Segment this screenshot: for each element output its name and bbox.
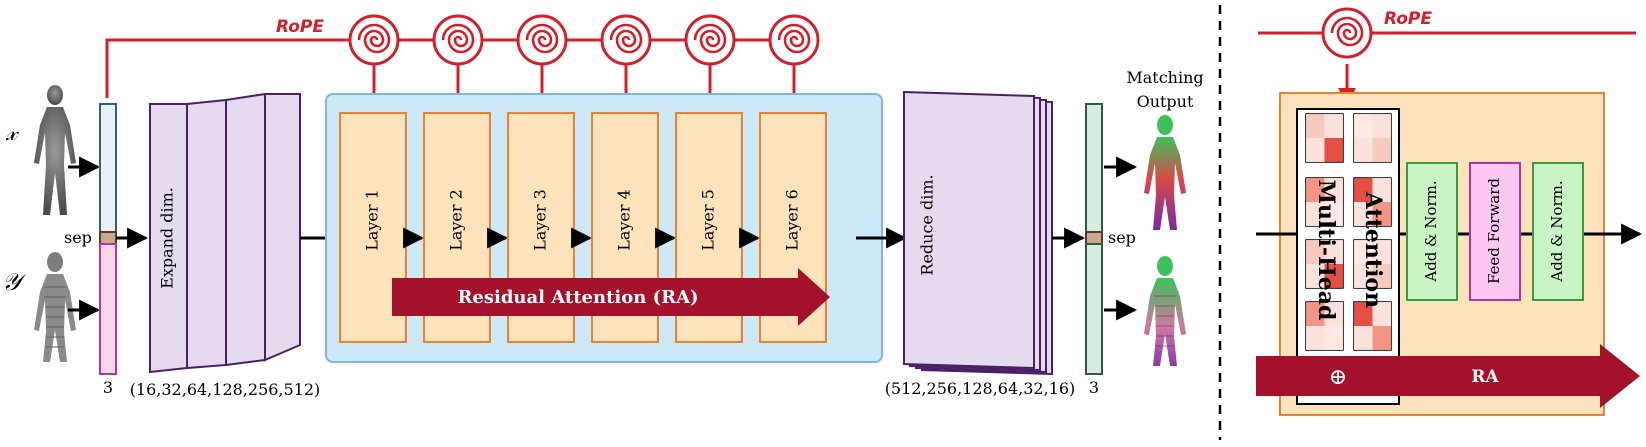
input-y-label: 𝒴 — [2, 268, 27, 296]
layer-label-5: Layer 5 — [699, 189, 718, 251]
attention-heatmap-4 — [1353, 177, 1392, 227]
output-human-x — [1144, 115, 1186, 230]
expand-dims-list: (16,32,64,128,256,512) — [130, 380, 321, 399]
detail-plus-symbol: ⊕ — [1329, 365, 1347, 390]
layer-label-3: Layer 3 — [531, 189, 550, 251]
detail-rope-spiral-icon — [1321, 7, 1373, 59]
matching-output-title-1: Matching — [1126, 68, 1203, 87]
attention-heatmap-3 — [1305, 177, 1344, 227]
layer-label-2: Layer 2 — [447, 189, 466, 251]
rope-line — [105, 38, 815, 98]
expand-dim-block — [149, 92, 301, 374]
expand-dim-label: Expand dim. — [158, 187, 177, 289]
feed-forward-label: Feed Forward — [1485, 178, 1503, 284]
reduce-dim-label: Reduce dim. — [918, 174, 937, 275]
rope-spirals — [348, 14, 820, 112]
rope-spiral-5 — [684, 14, 736, 66]
output-human-y — [1144, 256, 1186, 366]
input-human-y — [34, 252, 76, 362]
reduce-dims-list: (512,256,128,64,32,16) — [885, 379, 1076, 398]
attention-heatmap-2 — [1353, 113, 1392, 163]
input-token-column — [99, 103, 117, 375]
mha-label-2: Attention — [1360, 191, 1386, 308]
add-norm-label-2: Add & Norm. — [1548, 180, 1566, 282]
rope-spiral-4 — [600, 14, 652, 66]
layer-label-4: Layer 4 — [615, 189, 634, 251]
rope-spiral-1 — [348, 14, 400, 66]
rope-label: RoPE — [276, 17, 324, 37]
output-sep-label: sep — [1108, 228, 1136, 247]
reduce-dim-block — [903, 90, 1053, 376]
output-token-column — [1085, 103, 1103, 375]
attention-heatmap-6 — [1353, 239, 1392, 289]
detail-rope-label: RoPE — [1384, 9, 1432, 29]
input-human-x — [34, 85, 76, 215]
input-sep-label: sep — [64, 228, 92, 247]
detail-rope-spiral — [1321, 7, 1373, 59]
rope-spiral-3 — [516, 14, 568, 66]
mha-label-1: Multi-Head — [1313, 180, 1339, 321]
add-norm-box-2 — [1532, 162, 1584, 301]
layer-label-1: Layer 1 — [363, 189, 382, 251]
add-norm-box-1 — [1406, 162, 1458, 301]
output-dim-label: 3 — [1089, 378, 1099, 397]
layer-label-6: Layer 6 — [783, 189, 802, 251]
add-norm-label-1: Add & Norm. — [1422, 180, 1440, 282]
ra-banner-label: Residual Attention (RA) — [457, 287, 698, 308]
matching-output-title-2: Output — [1137, 92, 1194, 111]
mha-heatmaps — [1305, 113, 1392, 351]
attention-heatmap-1 — [1305, 113, 1344, 163]
input-dim-label: 3 — [103, 378, 113, 397]
ra-banner — [392, 268, 830, 326]
rope-spiral-6 — [768, 14, 820, 66]
attention-heatmap-7 — [1305, 301, 1344, 351]
attention-heatmap-5 — [1305, 239, 1344, 289]
attention-heatmap-8 — [1353, 301, 1392, 351]
input-x-label: 𝓍 — [5, 118, 20, 146]
rope-spiral-2 — [432, 14, 484, 66]
detail-ra-label: RA — [1471, 367, 1499, 387]
detail-ra-arrow — [1256, 344, 1640, 408]
feed-forward-box — [1469, 162, 1521, 301]
